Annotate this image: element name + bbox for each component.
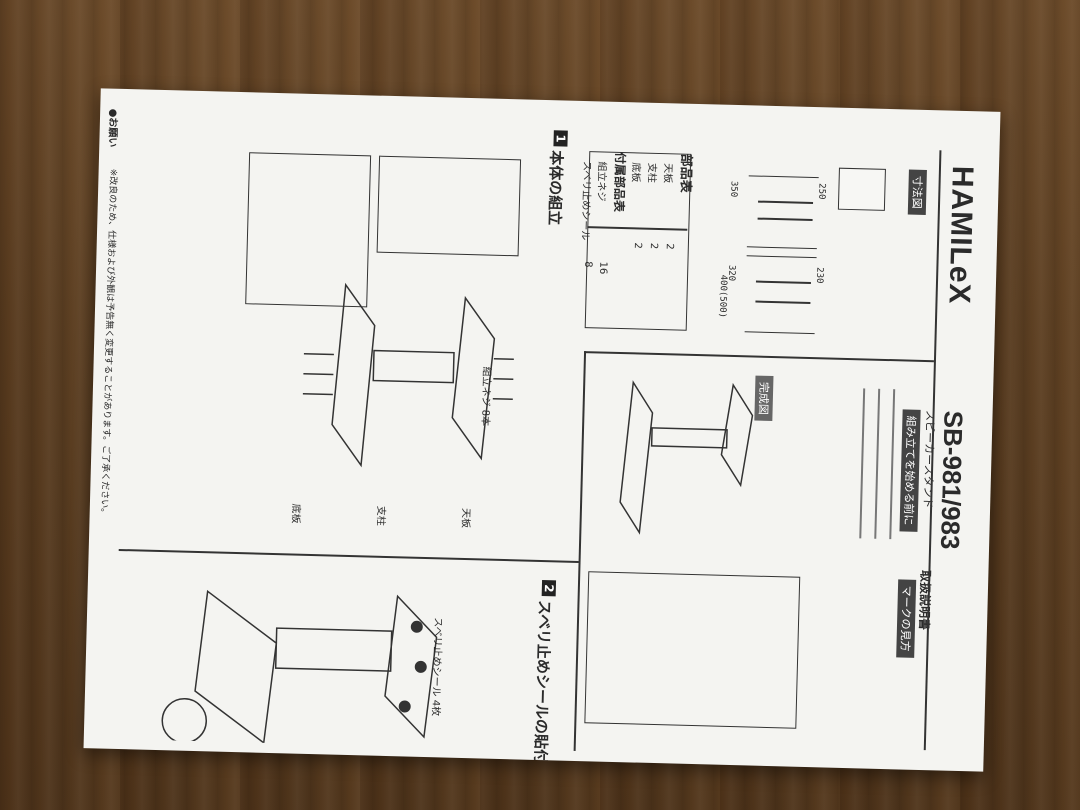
step1-assembly-illustration — [302, 282, 514, 468]
section-divider-horizontal — [584, 351, 934, 362]
parts-row-2-name: 支柱 — [645, 162, 658, 183]
dim-label-230: 230 — [813, 267, 825, 284]
step1-number: 1 — [553, 130, 568, 147]
front-view-drawing — [746, 175, 819, 250]
marks-heading: マークの見方 — [896, 579, 917, 658]
dimensions-heading: 寸法図 — [907, 169, 927, 215]
before-text-line-2 — [874, 388, 881, 539]
accessory-table-title: 付属部品表 — [611, 151, 628, 213]
step1-pillar-label: 支柱 — [374, 505, 386, 526]
warning-box — [376, 155, 522, 257]
accessory-row-1-qty: 16 — [597, 261, 609, 275]
section-divider-horizontal-2 — [118, 548, 579, 563]
seal-label: スベリ止めシール 4枚 — [429, 617, 444, 717]
section-divider-vertical — [573, 351, 586, 751]
before-text-line-3 — [859, 388, 866, 539]
dim-label-400: 400(500) — [716, 274, 729, 319]
before-assembly-heading: 組み立てを始める前に — [899, 409, 921, 532]
step2-number: 2 — [541, 580, 557, 597]
accessory-row-2-qty: 8 — [582, 261, 594, 268]
step1-base-label: 底板 — [289, 503, 301, 524]
step2-title: スベリ止めシールの貼付 — [531, 599, 554, 765]
step1-title: 本体の組立 — [545, 150, 566, 226]
parts-row-1-qty: 2 — [663, 243, 675, 250]
instruction-sheet: HAMILeX SB-981/983 スピーカースタンド 取扱説明書 寸法図 2… — [83, 88, 1001, 772]
notice-label: ●お願い — [106, 108, 119, 148]
brand-logo: HAMILeX — [942, 165, 980, 305]
parts-row-2-qty: 2 — [647, 242, 659, 250]
step1-top-plate-label: 天板 — [459, 507, 471, 529]
dim-label-350: 350 — [728, 180, 739, 198]
pillar-orientation-box — [245, 152, 372, 308]
dim-label-250: 250 — [816, 183, 827, 200]
parts-row-3-name: 底板 — [629, 162, 642, 183]
marks-example-box — [584, 571, 801, 729]
top-plate-drawing — [837, 167, 886, 211]
accessory-row-1-name: 組立ネジ — [595, 161, 608, 202]
before-text-line-1 — [889, 389, 896, 540]
model-number: SB-981/983 — [935, 410, 969, 550]
completed-stand-illustration — [619, 380, 754, 535]
product-type: スピーカースタンド — [921, 409, 937, 509]
document-title: 取扱説明書 — [916, 569, 933, 631]
parts-row-3-qty: 2 — [631, 242, 643, 249]
assembly-screw-label: 組立ネジ 8本 — [479, 366, 492, 427]
footer-note: ※改良のため、仕様および外観は予告無く変更することがあります。ご了承ください。 — [98, 168, 118, 518]
step2-seal-illustration — [161, 589, 438, 745]
side-view-drawing — [744, 255, 817, 335]
accessory-row-2-name: スベリ止めシール — [578, 160, 593, 241]
parts-row-1-name: 天板 — [661, 163, 674, 184]
